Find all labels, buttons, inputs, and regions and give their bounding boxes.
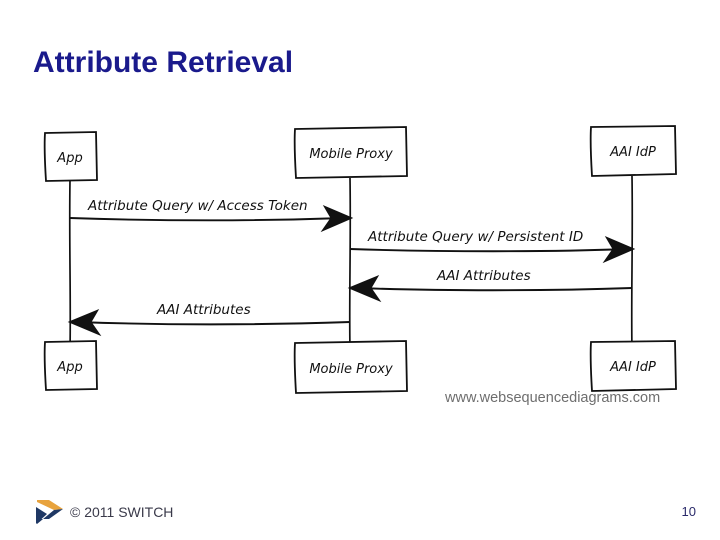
message-1[interactable]: Attribute Query w/ Access Token — [69, 198, 354, 233]
participant-box-shape — [43, 131, 98, 182]
logo-top-chevron — [37, 500, 63, 510]
message-label-4: AAI Attributes — [156, 302, 251, 318]
participant-box-shape — [293, 126, 408, 179]
switch-logo-icon — [36, 500, 63, 524]
logo-arrow-tail — [36, 507, 47, 524]
lifelines — [68, 175, 634, 351]
slide-footer: © 2011 SWITCH 10 — [0, 494, 720, 534]
message-arrowhead-3 — [347, 274, 382, 303]
sequence-diagram: App Mobile Proxy AAI IdP Attribute Query… — [0, 110, 720, 430]
message-2[interactable]: Attribute Query w/ Persistent ID — [349, 229, 636, 264]
participant-box-shape — [293, 340, 408, 394]
sequence-diagram-canvas: App Mobile Proxy AAI IdP Attribute Query… — [43, 125, 677, 394]
participant-label-proxy-top: Mobile Proxy — [309, 147, 393, 162]
message-line-3 — [357, 287, 633, 292]
participant-box-idp-bottom[interactable]: AAI IdP — [589, 340, 677, 392]
watermark-text: www.websequencediagrams.com — [445, 390, 661, 406]
logo-bottom-chevron — [37, 509, 63, 524]
participant-box-app-top[interactable]: App — [43, 131, 98, 182]
participant-label-app-bottom: App — [56, 360, 82, 375]
message-arrowhead-4 — [67, 308, 102, 337]
message-arrowhead-1 — [320, 204, 354, 233]
participant-box-idp-top[interactable]: AAI IdP — [589, 125, 677, 177]
participant-box-shape — [43, 340, 98, 391]
message-line-4 — [77, 321, 351, 326]
participant-box-app-bottom[interactable]: App — [43, 340, 98, 391]
page-title: Attribute Retrieval — [33, 46, 294, 79]
participant-box-shape — [589, 125, 677, 177]
page-number: 10 — [681, 504, 696, 519]
participant-label-app-top: App — [56, 151, 82, 166]
lifeline-app — [68, 179, 72, 351]
message-label-2: Attribute Query w/ Persistent ID — [367, 229, 583, 245]
message-label-1: Attribute Query w/ Access Token — [87, 198, 308, 214]
message-line-1 — [69, 217, 345, 222]
message-line-2 — [349, 248, 627, 253]
lifeline-idp — [630, 175, 634, 351]
message-3[interactable]: AAI Attributes — [347, 268, 633, 303]
participant-label-idp-bottom: AAI IdP — [609, 360, 656, 375]
participant-box-proxy-top[interactable]: Mobile Proxy — [293, 126, 408, 179]
participant-label-idp-top: AAI IdP — [609, 145, 656, 160]
message-label-3: AAI Attributes — [436, 268, 531, 284]
participant-label-proxy-bottom: Mobile Proxy — [309, 362, 393, 377]
message-arrowhead-2 — [602, 235, 636, 264]
lifeline-proxy — [348, 177, 352, 351]
participant-box-proxy-bottom[interactable]: Mobile Proxy — [293, 340, 408, 394]
participant-box-shape — [589, 340, 677, 392]
copyright-text: © 2011 SWITCH — [70, 504, 174, 520]
message-4[interactable]: AAI Attributes — [67, 302, 351, 337]
